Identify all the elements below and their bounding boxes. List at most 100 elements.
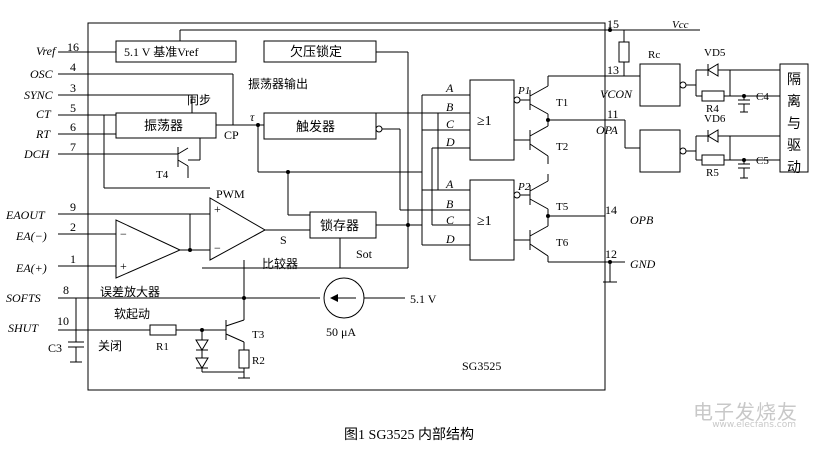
svg-text:T2: T2 <box>556 141 568 153</box>
figure-caption: 图1 SG3525 内部结构 <box>344 428 474 443</box>
current-source: 50 μA <box>323 277 365 339</box>
vref-block-label: 5.1 V 基准Vref <box>124 45 199 59</box>
pin-ea-minus: EA(−) 2 <box>15 220 116 243</box>
v51-label: 5.1 V <box>410 292 437 306</box>
error-amplifier <box>115 219 182 279</box>
watermark-logo: 电子发烧友 <box>693 400 798 424</box>
ic-outline <box>87 22 606 391</box>
svg-text:CT: CT <box>36 107 52 121</box>
pin-ea-plus: EA(+) 1 <box>15 252 116 275</box>
pin-sync: SYNC 3 <box>24 81 193 113</box>
pin-shut: SHUT 10 <box>8 314 150 335</box>
latch-block <box>309 211 377 239</box>
svg-text:RT: RT <box>35 127 51 141</box>
svg-text:1: 1 <box>70 252 76 266</box>
comparator-label: 比较器 <box>262 256 298 271</box>
vd5-r4-c4-network: VD5 R4 C4 <box>686 47 769 115</box>
svg-text:5: 5 <box>70 101 76 115</box>
svg-text:SHUT: SHUT <box>8 321 39 335</box>
pin-opa-number: 11 <box>607 107 619 121</box>
or-gate-top <box>469 79 515 161</box>
pin-ct: CT 5 <box>36 101 116 121</box>
ic-name: SG3525 <box>462 359 501 373</box>
t2-transistor: T2 <box>529 125 568 157</box>
s-label: S <box>280 233 287 247</box>
svg-text:T5: T5 <box>556 201 569 213</box>
t4-transistor: T4 <box>156 147 189 181</box>
gate-block-top <box>639 63 681 107</box>
pwm-label: PWM <box>216 187 245 201</box>
c3-capacitor: C3 <box>48 298 84 363</box>
sot-label: Sot <box>356 247 373 261</box>
t5-transistor: T5 <box>529 180 569 213</box>
uvlo-label: 欠压锁定 <box>290 44 342 59</box>
flipflop-label: 触发器 <box>296 119 335 134</box>
svg-text:EA(+): EA(+) <box>15 261 47 275</box>
pin-rt: RT 6 <box>35 120 116 141</box>
svg-text:6: 6 <box>70 120 76 134</box>
svg-text:VD6: VD6 <box>704 113 726 125</box>
svg-text:10: 10 <box>57 314 69 328</box>
svg-text:A: A <box>445 177 454 191</box>
svg-text:+: + <box>120 259 127 273</box>
t3-transistor: T3 <box>225 319 265 343</box>
latch-label: 锁存器 <box>320 218 359 233</box>
svg-text:T4: T4 <box>156 169 169 181</box>
svg-text:8: 8 <box>63 283 69 297</box>
pwm-comparator <box>209 197 267 261</box>
svg-text:D: D <box>445 232 455 246</box>
svg-text:T1: T1 <box>556 97 568 109</box>
pin-vcc-number: 15 <box>607 17 619 31</box>
svg-text:+: + <box>214 202 221 216</box>
flipflop-block <box>263 112 377 140</box>
svg-text:B: B <box>446 100 454 114</box>
svg-text:16: 16 <box>67 40 79 54</box>
watermark-url: www.elecfans.com <box>712 420 796 430</box>
svg-text:4: 4 <box>70 60 76 74</box>
gate-block-bottom <box>639 129 681 173</box>
svg-text:VD5: VD5 <box>704 47 726 59</box>
svg-text:T3: T3 <box>252 329 265 341</box>
svg-text:D: D <box>445 135 455 149</box>
svg-text:B: B <box>446 197 454 211</box>
svg-text:≥1: ≥1 <box>477 214 492 229</box>
svg-text:R4: R4 <box>706 103 719 115</box>
svg-text:−: − <box>120 227 127 241</box>
tau-label: τ <box>250 110 255 124</box>
pin-vref: Vref 16 <box>36 40 116 58</box>
cp-label: CP <box>224 128 239 142</box>
pin-gnd-label: GND <box>630 257 656 271</box>
pin-vcc-label: Vcc <box>672 19 689 31</box>
svg-text:OSC: OSC <box>30 67 54 81</box>
pin-softs: SOFTS 8 <box>6 283 244 305</box>
svg-text:50 μA: 50 μA <box>326 325 356 339</box>
pin-eaout: EAOUT 9 <box>5 200 210 222</box>
svg-text:T6: T6 <box>556 237 569 249</box>
svg-text:Vref: Vref <box>36 44 57 58</box>
svg-text:P1: P1 <box>517 85 530 97</box>
svg-text:C4: C4 <box>756 91 769 103</box>
shutdown-label: 关闭 <box>98 339 122 353</box>
svg-text:7: 7 <box>70 140 76 154</box>
pin-opa-label: OPA <box>596 123 618 137</box>
svg-text:R5: R5 <box>706 167 719 179</box>
soft-start-label: 软起动 <box>114 307 150 321</box>
svg-text:C: C <box>446 117 455 131</box>
oscillator-block <box>115 112 217 139</box>
r2-resistor: R2 <box>238 349 265 369</box>
svg-text:C5: C5 <box>756 155 769 167</box>
pin-vcon-label: VCON <box>600 87 633 101</box>
t1-transistor: T1 <box>529 85 568 115</box>
svg-text:P2: P2 <box>517 181 531 193</box>
shutdown-diodes <box>195 330 244 373</box>
t6-transistor: T6 <box>529 225 569 257</box>
r1-resistor: R1 <box>149 324 177 353</box>
error-amp-label: 误差放大器 <box>100 284 160 299</box>
oscillator-label: 振荡器 <box>144 118 183 133</box>
or-gate-bottom <box>469 179 515 261</box>
svg-text:EAOUT: EAOUT <box>5 208 46 222</box>
pin-opb-label: OPB <box>630 213 654 227</box>
svg-text:SOFTS: SOFTS <box>6 291 41 305</box>
svg-text:DCH: DCH <box>23 147 51 161</box>
